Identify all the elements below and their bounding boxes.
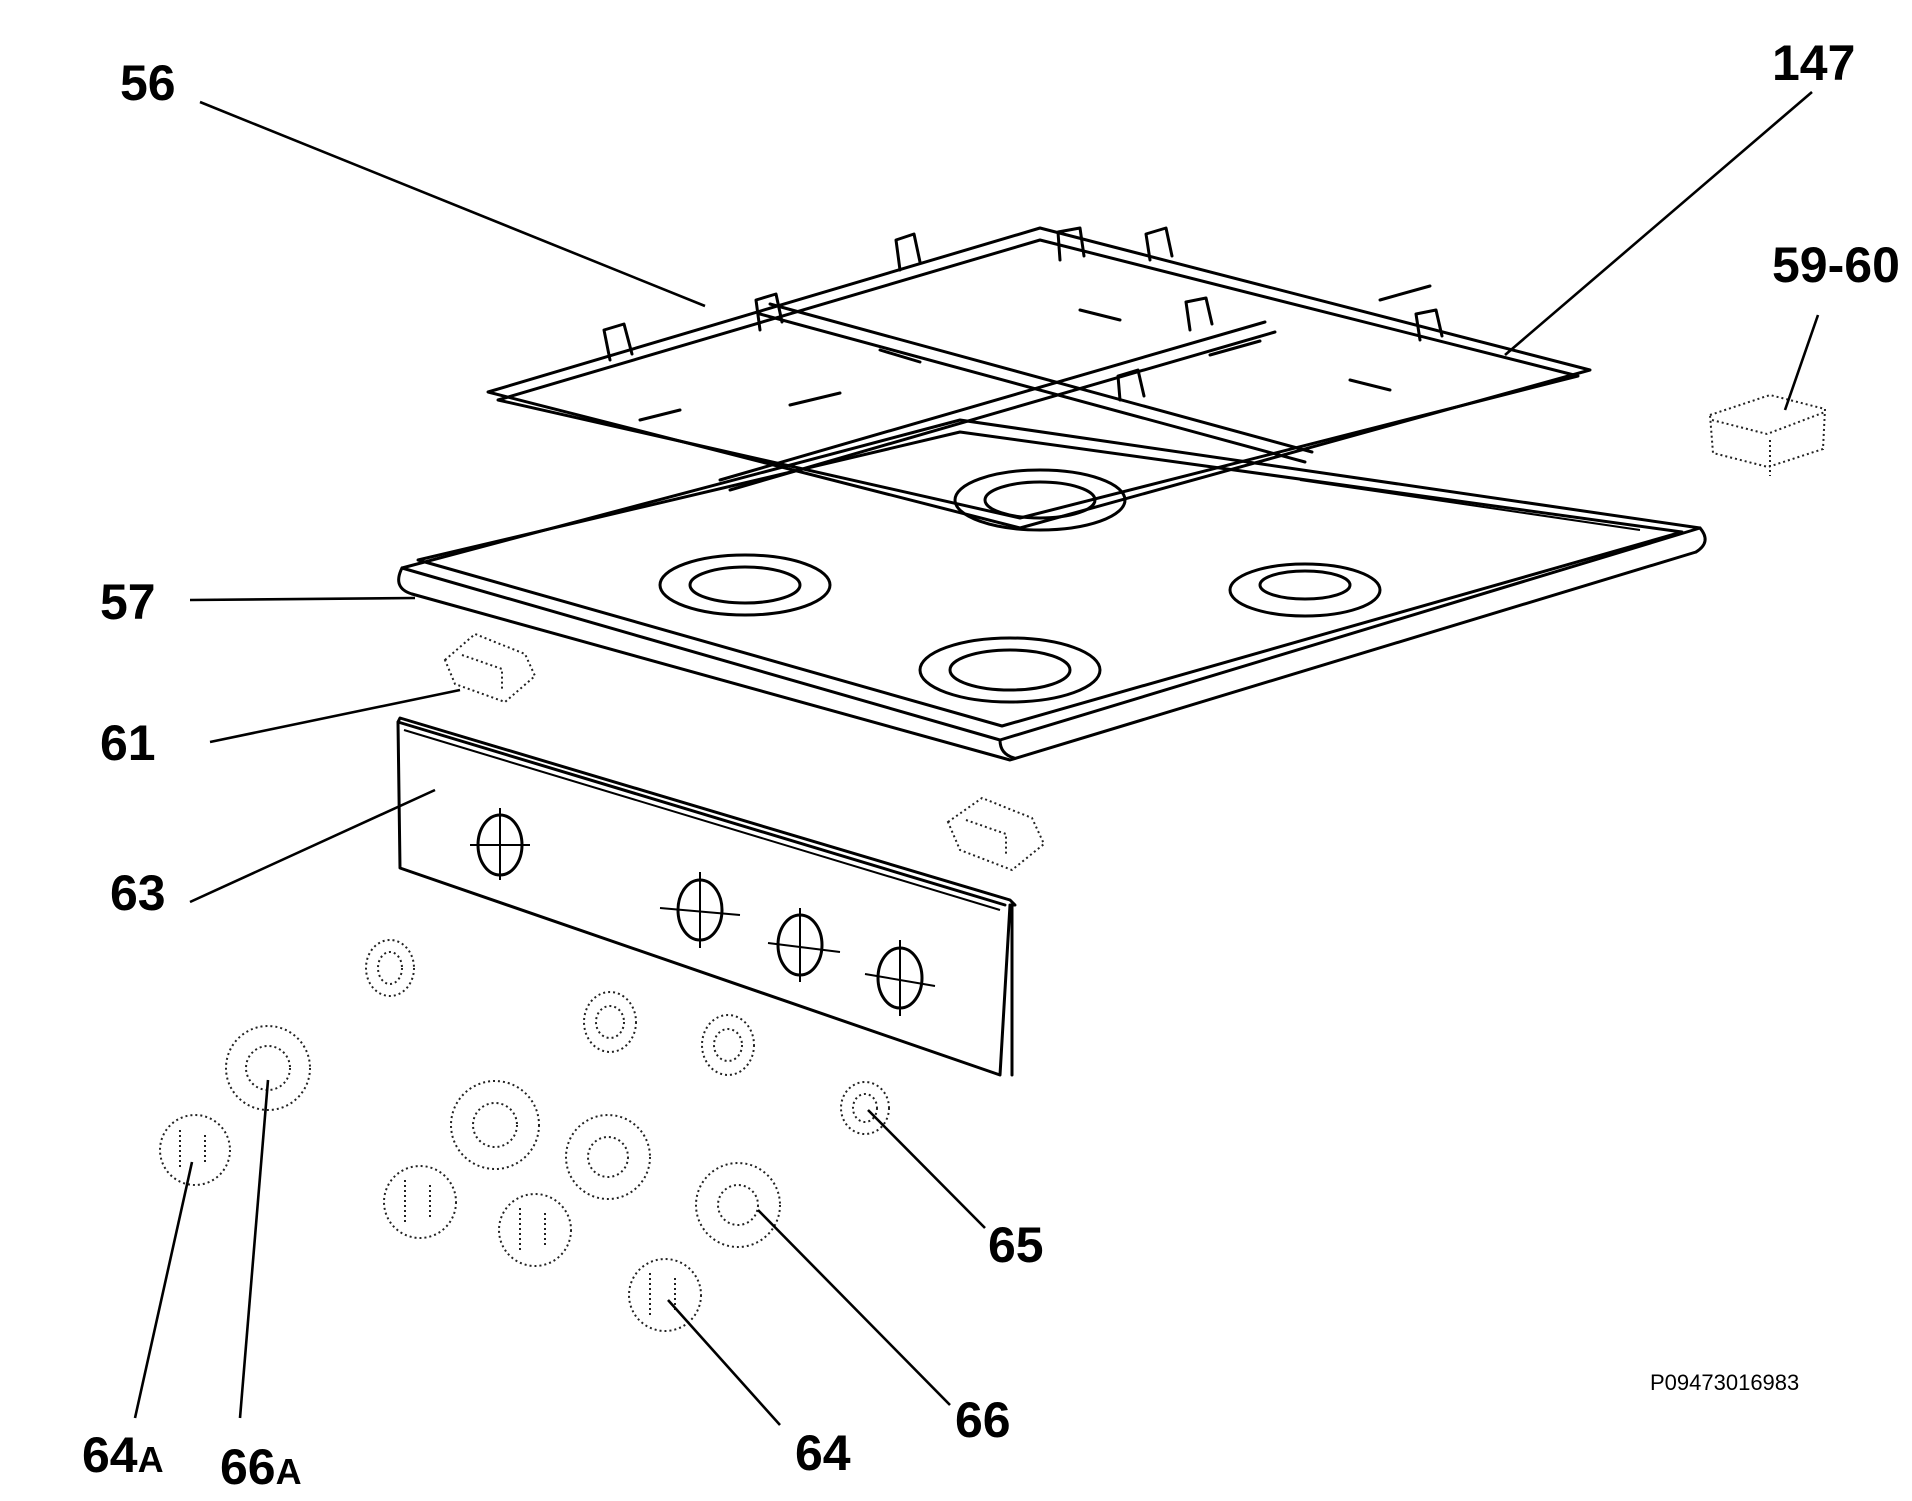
clip-61 bbox=[443, 632, 537, 704]
side-trim-59-60 bbox=[1708, 393, 1827, 476]
callout-64A: 64A bbox=[82, 1430, 164, 1480]
callout-65: 65 bbox=[988, 1217, 1044, 1273]
callout-57: 57 bbox=[100, 574, 156, 630]
callout-66: 66 bbox=[955, 1392, 1011, 1448]
callout-147: 147 bbox=[1772, 35, 1856, 91]
knob-64 bbox=[159, 1114, 702, 1332]
bezel-66 bbox=[225, 1025, 781, 1248]
callout-61: 61 bbox=[100, 715, 156, 771]
callout-64A-number: 64 bbox=[82, 1427, 138, 1483]
callout-66A-number: 66 bbox=[220, 1439, 276, 1495]
callout-59-60: 59-60 bbox=[1772, 237, 1900, 293]
hob-top bbox=[397, 418, 1707, 762]
callout-63: 63 bbox=[110, 865, 166, 921]
callout-64: 64 bbox=[795, 1425, 851, 1481]
callout-66A: 66A bbox=[220, 1442, 302, 1492]
leader-lines bbox=[133, 91, 1820, 1426]
control-panel bbox=[396, 716, 1017, 1077]
callout-64A-suffix: A bbox=[137, 1439, 164, 1480]
callout-66A-suffix: A bbox=[275, 1451, 302, 1492]
diagram-code: P09473016983 bbox=[1650, 1370, 1800, 1395]
switch-65 bbox=[365, 939, 890, 1135]
clip-right bbox=[946, 796, 1046, 872]
callout-56: 56 bbox=[120, 55, 176, 111]
